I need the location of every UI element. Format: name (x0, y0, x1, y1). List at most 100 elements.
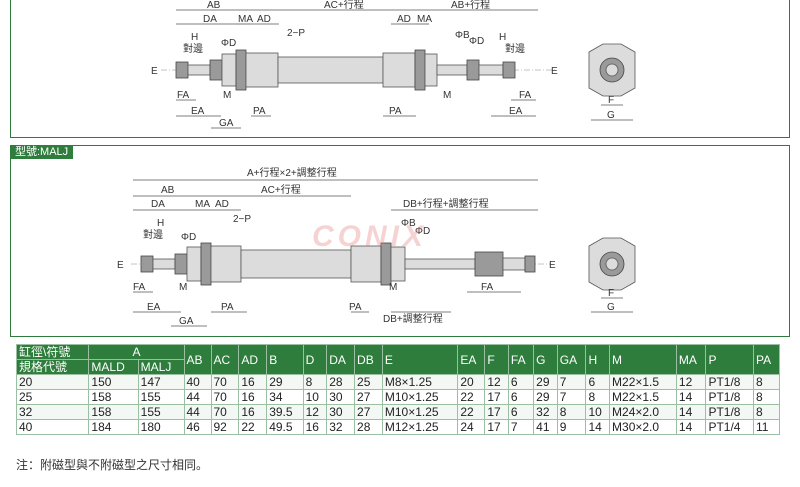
dim-ab: AB (161, 185, 175, 196)
dim-f: F (608, 95, 614, 106)
table-cell: 8 (585, 389, 611, 405)
dim-ma: MA (195, 199, 210, 210)
table-cell: 41 (533, 419, 558, 435)
header-e: E (381, 344, 459, 375)
table-cell: 7 (556, 389, 587, 405)
header-a: A (88, 344, 185, 360)
dim-g: G (607, 110, 615, 121)
table-cell: 155 (137, 404, 185, 420)
header-pa: PA (753, 344, 780, 375)
dim-f: F (608, 288, 614, 299)
header-spec-code: 規格代號 (15, 359, 90, 375)
header-m: M (609, 344, 677, 375)
table-cell: 46 (183, 419, 212, 435)
rod-right (404, 258, 476, 270)
table-cell: 147 (137, 374, 185, 390)
dim-across-flats-left: 對邊 (183, 42, 203, 55)
table-cell: 70 (210, 374, 240, 390)
table-cell: 17 (484, 389, 509, 405)
table-cell: 28 (326, 374, 356, 390)
footnote: 注：附磁型與不附磁型之尺寸相同。 (16, 458, 209, 472)
header-db: DB (354, 344, 383, 375)
dim-phi-d-right: ΦD (415, 226, 430, 237)
table-cell: 14 (675, 419, 707, 435)
rod-end-left (175, 61, 189, 79)
dim-db-adjust: DB+調整行程 (383, 312, 443, 325)
header-b: B (266, 344, 304, 375)
section-title-malj: 型號:MALJ (10, 145, 74, 159)
table-cell: 39.5 (266, 404, 304, 420)
dim-e-right: E (549, 260, 556, 271)
dim-phi-b: ΦB (455, 30, 470, 41)
table-cell: 158 (88, 404, 139, 420)
header-malj: MALJ (137, 359, 185, 375)
table-cell: 9 (556, 419, 587, 435)
dim-e-left: E (117, 260, 124, 271)
table-cell: 8 (753, 374, 780, 390)
table-cell: 8 (753, 389, 780, 405)
table-cell: 12 (484, 374, 509, 390)
adjust-nut (474, 251, 504, 277)
table-cell: PT1/4 (705, 419, 754, 435)
dim-ac-stroke: AC+行程 (324, 0, 364, 11)
dim-ga: GA (179, 316, 194, 327)
mount-nut-right (424, 53, 438, 87)
table-cell: 44 (183, 404, 212, 420)
table-cell: 30 (326, 389, 356, 405)
head-left (245, 52, 279, 88)
dim-2p: 2−P (287, 28, 305, 39)
dim-ma-right: MA (417, 14, 432, 25)
rod-left (187, 64, 211, 76)
table-cell: M8×1.25 (381, 374, 459, 390)
dim-m-right: M (443, 90, 451, 101)
header-h: H (585, 344, 611, 375)
table-cell: 11 (753, 419, 780, 435)
table-cell: 16 (238, 374, 268, 390)
table-cell: 22 (457, 404, 486, 420)
table-cell: PT1/8 (705, 374, 754, 390)
table-cell: 6 (507, 374, 535, 390)
header-ab: AB (183, 344, 212, 375)
table-cell: M30×2.0 (609, 419, 677, 435)
table-cell: 24 (457, 419, 486, 435)
dim-phi-b: ΦB (401, 218, 416, 229)
head-left (210, 245, 242, 283)
table-cell: 70 (210, 404, 240, 420)
table-cell: 32 (533, 404, 558, 420)
spec-table: 缸徑\符號 A AB AC AD B D DA DB E EA F FA G G… (15, 344, 780, 435)
dim-pa-left: PA (253, 106, 266, 117)
dim-h: H (157, 218, 164, 229)
dim-pa-left: PA (221, 302, 234, 313)
dim-e-right: E (551, 66, 558, 77)
dim-a-total: A+行程×2+調整行程 (247, 166, 337, 179)
dim-ea-left: EA (191, 106, 205, 117)
table-cell: PT1/8 (705, 404, 754, 420)
table-header-row: 缸徑\符號 A AB AC AD B D DA DB E EA F FA G G… (15, 344, 780, 375)
rod-end-right (502, 61, 516, 79)
header-ga: GA (556, 344, 587, 375)
table-cell: 29 (533, 389, 558, 405)
dim-fa-left: FA (177, 90, 190, 101)
table-cell: 44 (183, 389, 212, 405)
drawing-malj: A+行程×2+調整行程 AB AC+行程 DA MA AD DB+行程+調整行程… (117, 166, 636, 327)
dim-ga: GA (219, 118, 234, 129)
nut-left (209, 59, 223, 81)
table-cell: 16 (302, 419, 328, 435)
dim-2p: 2−P (233, 214, 251, 225)
head-right (382, 52, 416, 88)
watermark-logo: CONIX (312, 220, 428, 253)
dim-ab-stroke: AB+行程 (451, 0, 490, 11)
table-cell: 10 (302, 389, 328, 405)
rod-right (436, 64, 468, 76)
dim-pa-right: PA (389, 106, 402, 117)
dim-ab-top: AB (207, 0, 221, 11)
header-f: F (484, 344, 509, 375)
drawing-mald: AB AC+行程 AB+行程 DA MA AD AD MA 2−P H ΦD Φ… (151, 0, 636, 129)
drawing-mald-panel: AB AC+行程 AB+行程 DA MA AD AD MA 2−P H ΦD Φ… (10, 0, 790, 138)
mount-nut-left (221, 53, 237, 87)
dim-ea-right: EA (509, 106, 523, 117)
table-cell: 158 (88, 389, 139, 405)
